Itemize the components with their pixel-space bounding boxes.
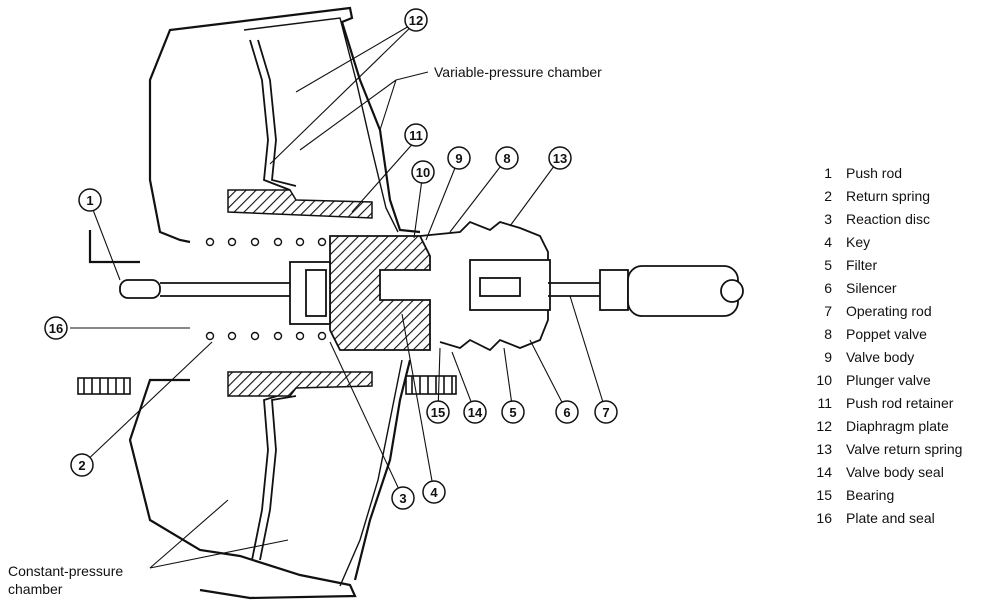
legend-item: 11 Push rod retainer [817, 395, 953, 411]
legend-item: 4 Key [824, 234, 870, 250]
legend-item: 1 Push rod [824, 165, 902, 181]
callout-11: 11 [404, 123, 428, 147]
svg-text:6: 6 [824, 280, 832, 296]
diaphragm-plates [249, 39, 297, 561]
callout-10: 10 [411, 160, 435, 184]
callout-7: 7 [594, 400, 618, 424]
svg-text:3: 3 [399, 491, 406, 506]
callout-9: 9 [447, 146, 471, 170]
callout-16: 16 [44, 316, 68, 340]
constant-pressure-label-line2: chamber [8, 581, 63, 597]
svg-text:7: 7 [602, 405, 609, 420]
mounting-studs [77, 375, 457, 395]
svg-text:1: 1 [824, 165, 832, 181]
svg-text:Diaphragm plate: Diaphragm plate [846, 418, 949, 434]
variable-pressure-label: Variable-pressure chamber [434, 64, 602, 80]
constant-pressure-label-line1: Constant-pressure [8, 563, 123, 579]
callout-8: 8 [495, 146, 519, 170]
svg-text:11: 11 [817, 395, 832, 411]
svg-text:4: 4 [430, 485, 438, 500]
svg-text:Valve body seal: Valve body seal [846, 464, 944, 480]
svg-text:3: 3 [824, 211, 832, 227]
svg-text:Filter: Filter [846, 257, 877, 273]
legend-item: 13 Valve return spring [816, 441, 962, 457]
callout-15: 15 [426, 400, 450, 424]
svg-text:2: 2 [824, 188, 832, 204]
legend-item: 15 Bearing [816, 487, 894, 503]
svg-text:Key: Key [846, 234, 870, 250]
callouts: 1 2 3 4 5 6 7 8 9 10 11 12 13 14 15 16 [44, 8, 618, 510]
svg-text:16: 16 [816, 510, 832, 526]
legend-item: 9 Valve body [824, 349, 914, 365]
svg-text:Reaction disc: Reaction disc [846, 211, 930, 227]
svg-text:Plate and seal: Plate and seal [846, 510, 935, 526]
svg-text:Poppet valve: Poppet valve [846, 326, 927, 342]
svg-text:2: 2 [78, 458, 85, 473]
booster-shell [88, 6, 421, 600]
svg-text:15: 15 [431, 405, 445, 420]
push-rod [119, 261, 331, 325]
svg-text:7: 7 [824, 303, 832, 319]
legend-item: 12 Diaphragm plate [816, 418, 949, 434]
callout-5: 5 [501, 400, 525, 424]
callout-2: 2 [70, 453, 94, 477]
legend-item: 2 Return spring [824, 188, 930, 204]
svg-text:10: 10 [816, 372, 832, 388]
callout-13: 13 [548, 146, 572, 170]
svg-text:13: 13 [816, 441, 832, 457]
svg-text:Bearing: Bearing [846, 487, 894, 503]
svg-text:14: 14 [468, 405, 483, 420]
svg-text:1: 1 [86, 193, 93, 208]
svg-text:5: 5 [824, 257, 832, 273]
return-spring-coils [205, 237, 327, 341]
legend-item: 7 Operating rod [824, 303, 931, 319]
svg-text:5: 5 [509, 405, 516, 420]
svg-text:Valve return spring: Valve return spring [846, 441, 962, 457]
svg-text:12: 12 [409, 13, 423, 28]
lower-diaphragm-hatch [227, 371, 373, 397]
legend-item: 14 Valve body seal [816, 464, 943, 480]
callout-14: 14 [463, 400, 487, 424]
svg-text:Valve body: Valve body [846, 349, 914, 365]
svg-text:Return spring: Return spring [846, 188, 930, 204]
legend-item: 5 Filter [824, 257, 877, 273]
svg-text:16: 16 [49, 321, 63, 336]
legend-item: 3 Reaction disc [824, 211, 930, 227]
legend-item: 10 Plunger valve [816, 372, 931, 388]
svg-text:6: 6 [563, 405, 570, 420]
svg-text:Push rod: Push rod [846, 165, 902, 181]
svg-text:Silencer: Silencer [846, 280, 897, 296]
svg-text:Operating rod: Operating rod [846, 303, 932, 319]
svg-text:9: 9 [824, 349, 832, 365]
operating-rod [548, 265, 744, 317]
legend-item: 16 Plate and seal [816, 510, 934, 526]
callout-1: 1 [78, 188, 102, 212]
callout-3: 3 [391, 486, 415, 510]
callout-6: 6 [555, 400, 579, 424]
svg-text:8: 8 [824, 326, 832, 342]
svg-text:9: 9 [455, 151, 462, 166]
svg-text:11: 11 [409, 128, 423, 143]
rear-housing [419, 220, 551, 352]
svg-text:13: 13 [553, 151, 567, 166]
valve-body [329, 235, 431, 351]
svg-text:12: 12 [816, 418, 832, 434]
svg-text:15: 15 [816, 487, 832, 503]
svg-text:4: 4 [824, 234, 832, 250]
upper-diaphragm-hatch [227, 189, 373, 219]
legend-item: 6 Silencer [824, 280, 897, 296]
svg-text:Push rod retainer: Push rod retainer [846, 395, 954, 411]
svg-text:14: 14 [816, 464, 832, 480]
svg-text:8: 8 [503, 151, 510, 166]
svg-text:Plunger valve: Plunger valve [846, 372, 931, 388]
callout-12: 12 [404, 8, 428, 32]
svg-text:10: 10 [416, 165, 430, 180]
callout-4: 4 [422, 480, 446, 504]
legend-item: 8 Poppet valve [824, 326, 927, 342]
